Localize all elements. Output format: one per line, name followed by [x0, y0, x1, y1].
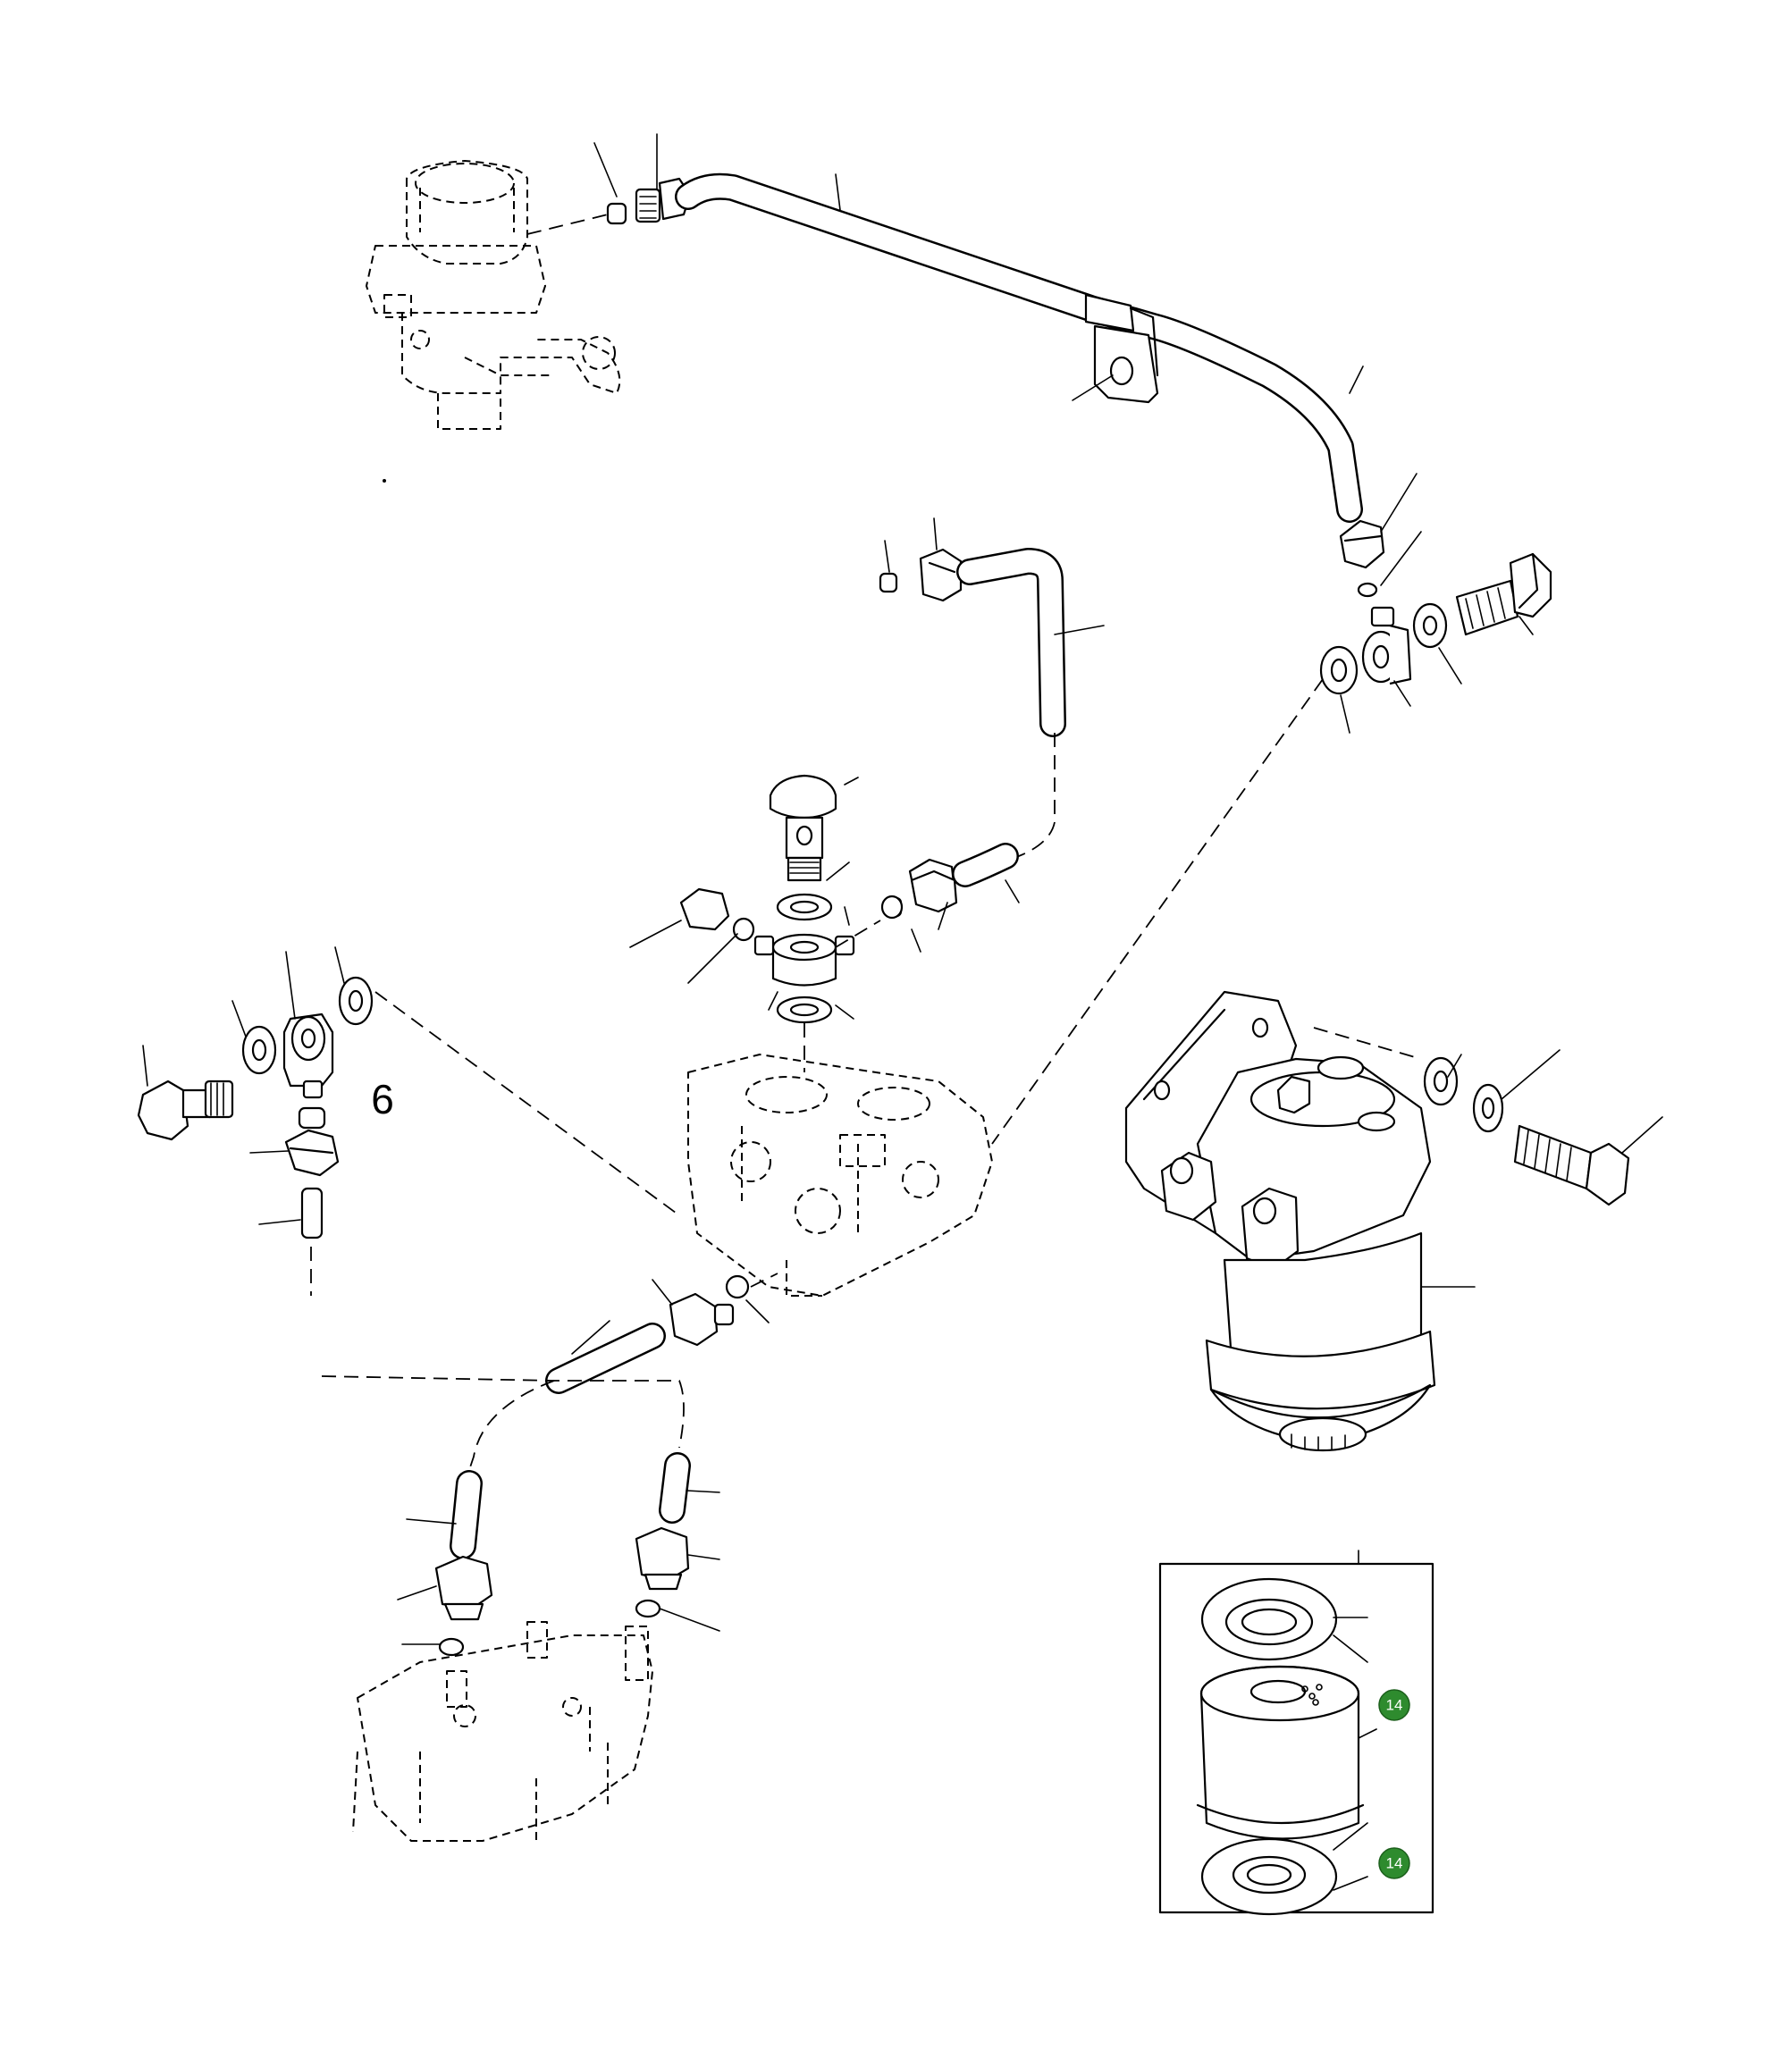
pump-outlet-fittings	[526, 177, 692, 235]
fuel-lift-pump	[366, 160, 621, 430]
upper-fuel-pipe	[675, 172, 1363, 523]
reference-badge-lower[interactable]: 14	[1378, 1847, 1410, 1879]
injection-pump-ghost	[352, 1621, 653, 1842]
svg-text:14: 14	[1386, 1855, 1403, 1872]
filter-element-kit-inset: 14 14	[1158, 1562, 1434, 1916]
pump-inlet-fittings	[545, 1273, 778, 1394]
lower-fuel-pipes	[321, 1375, 691, 1657]
reference-badge-upper[interactable]: 14	[1378, 1689, 1410, 1721]
leader-lines	[142, 133, 1663, 1891]
central-banjo-fitting	[679, 774, 958, 1072]
fuel-pump-head-ghost	[687, 1054, 993, 1297]
item-callout-6: 6	[371, 1076, 394, 1122]
return-pipe-assembly	[879, 548, 1066, 918]
left-banjo-assembly: 6	[137, 976, 680, 1296]
fuel-filter-assembly	[991, 678, 1630, 1452]
upper-right-banjo-assembly	[1319, 519, 1552, 695]
svg-text:14: 14	[1386, 1697, 1403, 1714]
